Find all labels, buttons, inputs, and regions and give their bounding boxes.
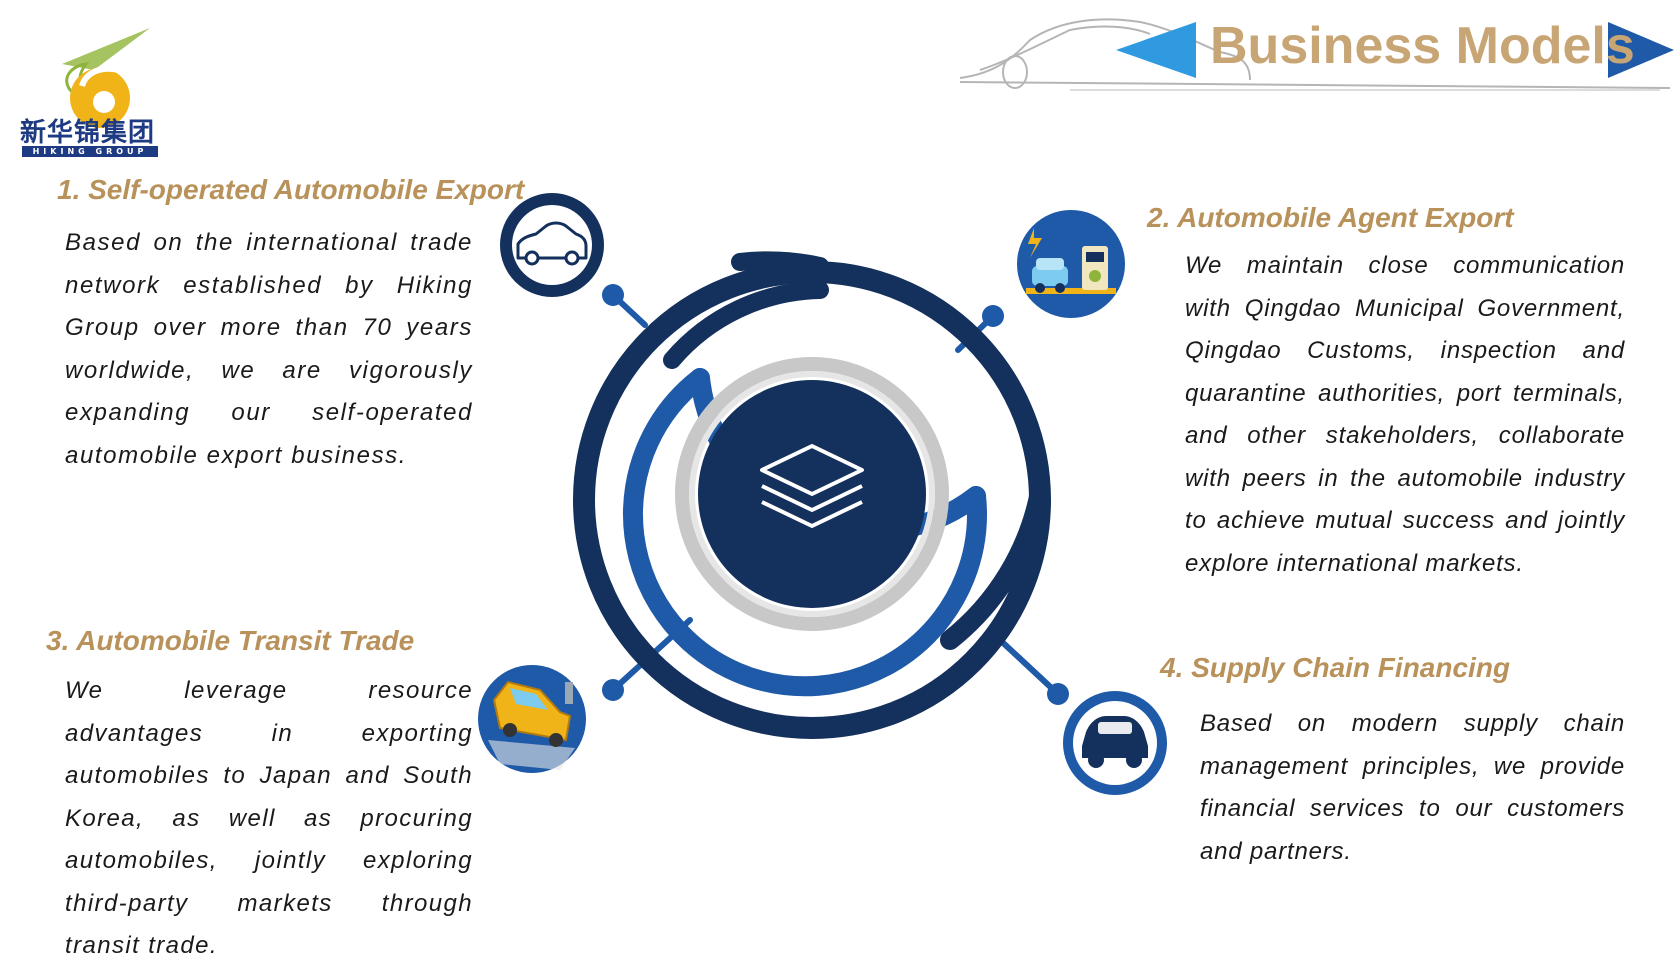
car-front-icon <box>1063 691 1167 795</box>
section-4-body: Based on modern supply chain management … <box>1200 703 1625 873</box>
section-1-body: Based on the international trade network… <box>65 222 473 477</box>
section-2-body: We maintain close communication with Qin… <box>1185 245 1625 585</box>
car-outline-icon <box>500 193 604 297</box>
section-3-body: We leverage resource advantages in expor… <box>65 670 473 968</box>
yellow-car-icon <box>478 665 586 773</box>
section-4-title: 4. Supply Chain Financing <box>1160 652 1510 684</box>
top-outer-arc <box>740 260 820 266</box>
section-1-title: 1. Self-operated Automobile Export <box>57 174 524 206</box>
charging-station-icon <box>1017 210 1125 318</box>
section-3-title: 3. Automobile Transit Trade <box>46 625 414 657</box>
section-2-title: 2. Automobile Agent Export <box>1147 202 1514 234</box>
